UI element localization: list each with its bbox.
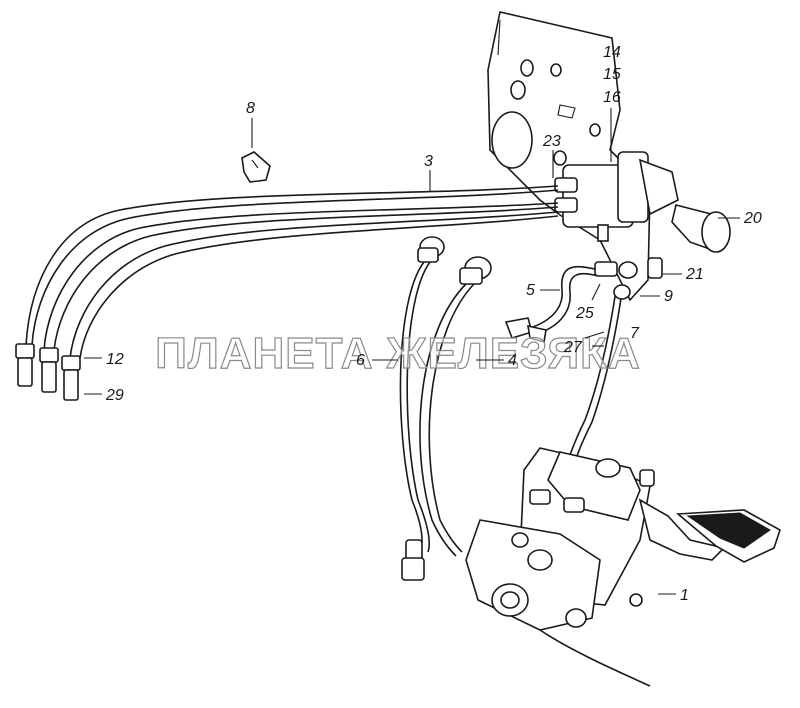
- callout-29: 29: [105, 387, 124, 404]
- hose-6: [399, 236, 445, 553]
- callout-21: 21: [685, 266, 704, 283]
- brake-valve: [465, 447, 655, 631]
- brake-pedal: [638, 498, 781, 563]
- callout-16: 16: [603, 89, 621, 106]
- callout-15: 15: [603, 66, 621, 83]
- tube-5: [504, 265, 599, 344]
- mounting-bracket: [487, 11, 651, 302]
- fittings-9-21-25: [594, 257, 663, 300]
- watermark: ПЛАНЕТА ЖЕЛЕЗЯКА: [155, 329, 641, 378]
- air-tubes-3: [25, 185, 559, 359]
- callout-8: 8: [246, 100, 255, 117]
- hand-control-valve: [554, 151, 731, 253]
- callout-6: 6: [356, 352, 365, 369]
- outlet-tube: [539, 629, 651, 687]
- tube-7: [567, 289, 623, 463]
- callout-23: 23: [542, 133, 561, 150]
- callout-labels: 8 3 23 14 15 16 20 21 9 5 25 7 27 4 6 12…: [105, 44, 762, 604]
- callout-5: 5: [526, 282, 535, 299]
- callout-9: 9: [664, 288, 673, 305]
- callout-3: 3: [424, 153, 433, 170]
- callout-14: 14: [603, 44, 621, 61]
- callout-7: 7: [630, 325, 640, 342]
- callout-12: 12: [106, 351, 124, 368]
- callout-4: 4: [508, 352, 517, 369]
- clip-8: [241, 151, 271, 183]
- tube-end-fittings: [15, 343, 81, 401]
- callout-27: 27: [563, 339, 583, 356]
- callout-1: 1: [680, 587, 689, 604]
- callout-25: 25: [575, 305, 594, 322]
- callout-20: 20: [743, 210, 762, 227]
- elbow-fitting: [401, 539, 425, 581]
- hose-4: [419, 256, 492, 557]
- callout-leaders: [84, 108, 740, 595]
